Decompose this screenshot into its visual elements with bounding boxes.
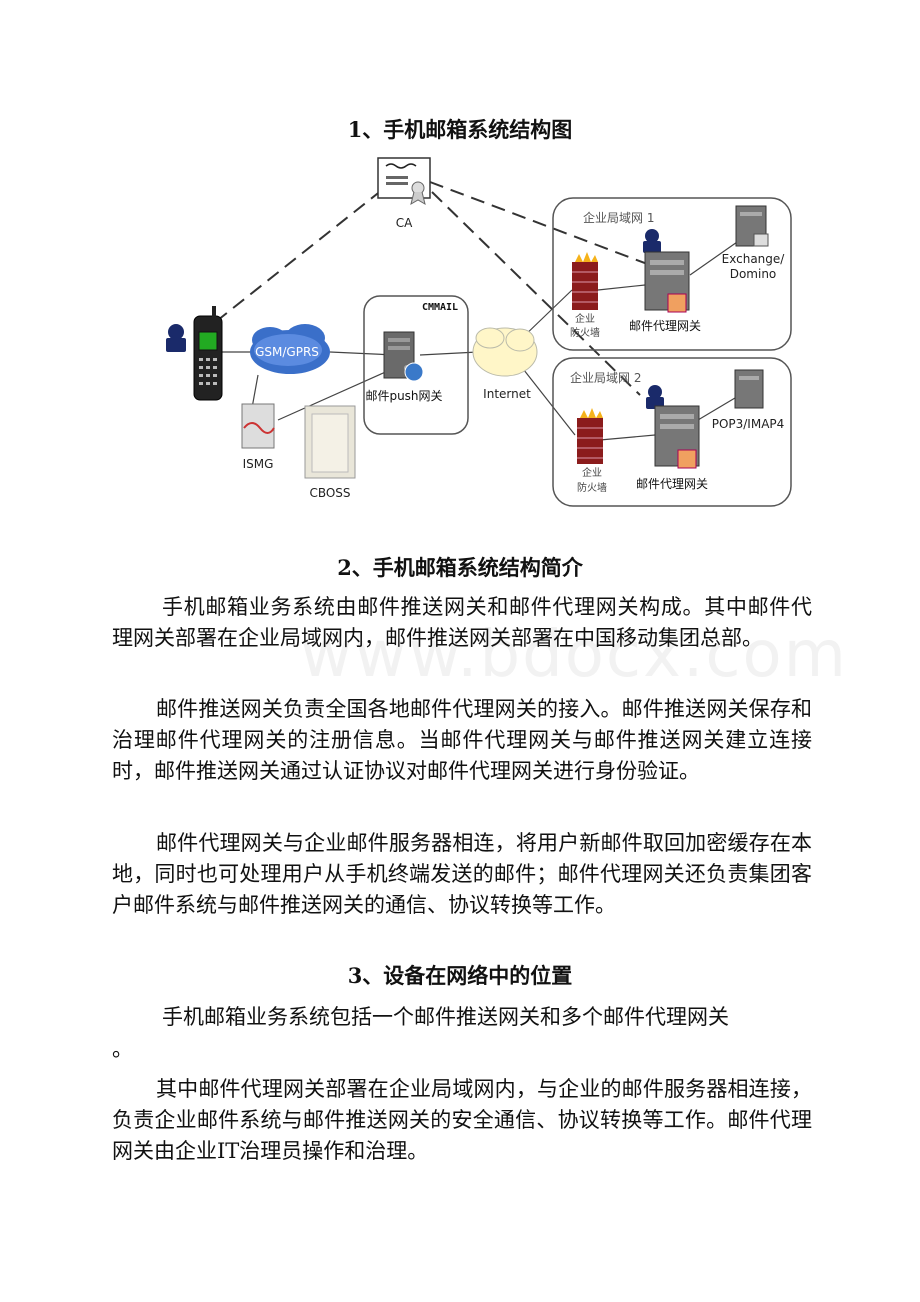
firewall-icon-1	[572, 252, 598, 310]
mobile-phone-icon	[193, 306, 223, 401]
cboss-server-icon	[304, 405, 356, 479]
paragraph-2: 邮件推送网关负责全国各地邮件代理网关的接入。邮件推送网关保存和治理邮件代理网关的…	[112, 697, 812, 783]
user-lock-icon-lan2	[646, 385, 664, 409]
heading-structure-intro: 2、手机邮箱系统结构简介	[337, 555, 583, 580]
cmmail-box	[363, 295, 469, 435]
firewall-icon-2	[577, 408, 603, 464]
lan1-label: 企业局域网 1	[583, 210, 654, 225]
exchange-label-line2: Domino	[730, 267, 777, 281]
user-lock-icon	[166, 324, 186, 352]
proxy-server-icon-1	[644, 251, 690, 313]
proxy-gateway1-label: 邮件代理网关	[629, 319, 701, 333]
pop3-label: POP3/IMAP4	[712, 417, 785, 431]
gsm-cloud-icon	[250, 324, 330, 374]
pop3-server-icon	[734, 369, 764, 409]
paragraph-4-end: 。	[112, 1037, 133, 1061]
proxy-gateway2-label: 邮件代理网关	[636, 477, 708, 491]
cmmail-label: CMMAIL	[422, 302, 458, 313]
cboss-label: CBOSS	[309, 486, 350, 500]
ismg-label: ISMG	[243, 457, 274, 471]
dashed-links	[217, 181, 651, 396]
heading-structure-diagram: 1、手机邮箱系统结构图	[347, 117, 573, 142]
ismg-server-icon	[241, 403, 275, 449]
lan2-box	[552, 357, 792, 507]
exchange-label-line1: Exchange/	[722, 252, 786, 266]
ca-certificate-icon	[377, 157, 431, 206]
user-lock-icon-lan1	[643, 229, 661, 253]
firewall1-label-line2: 防火墙	[570, 326, 600, 339]
paragraph-5: 其中邮件代理网关部署在企业局域网内，与企业的邮件服务器相连接，负责企业邮件系统与…	[112, 1077, 812, 1163]
gsm-label: GSM/GPRS	[255, 345, 319, 359]
lan1-box	[552, 197, 792, 351]
push-gateway-label: 邮件push网关	[365, 389, 442, 403]
push-server-icon	[383, 331, 424, 382]
firewall2-label-line1: 企业	[582, 466, 602, 479]
paragraph-4: 手机邮箱业务系统包括一个邮件推送网关和多个邮件代理网关	[162, 1005, 729, 1029]
internet-cloud-icon	[472, 327, 538, 377]
firewall1-label-line1: 企业	[575, 312, 595, 325]
proxy-server-icon-2	[654, 405, 700, 469]
exchange-server-icon	[735, 205, 769, 247]
internet-label: Internet	[483, 387, 531, 401]
lan2-label: 企业局域网 2	[570, 370, 641, 385]
paragraph-3: 邮件代理网关与企业邮件服务器相连，将用户新邮件取回加密缓存在本地，同时也可处理用…	[112, 831, 812, 917]
heading-network-position: 3、设备在网络中的位置	[347, 963, 573, 988]
paragraph-1: 手机邮箱业务系统由邮件推送网关和邮件代理网关构成。其中邮件代理网关部署在企业局域…	[112, 595, 812, 650]
firewall2-label-line2: 防火墙	[577, 481, 607, 494]
ca-label: CA	[396, 216, 413, 230]
watermark: www.bdocx.com	[300, 618, 848, 692]
